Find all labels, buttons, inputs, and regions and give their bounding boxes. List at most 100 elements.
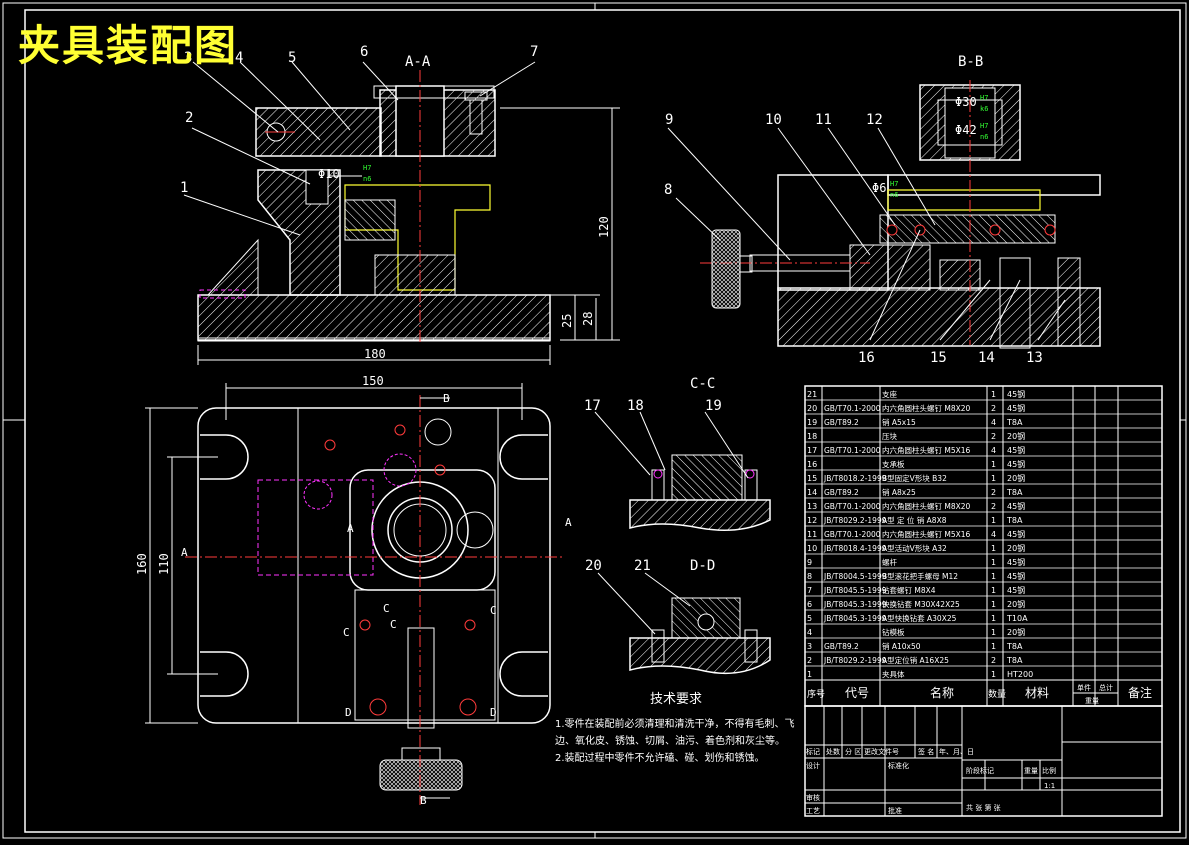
part-no-16: 16	[858, 350, 875, 366]
dim-160: 160	[135, 553, 149, 575]
border-ticks	[3, 3, 1186, 838]
bom-cell-name: 内六角圆柱头螺钉 M5X16	[882, 529, 971, 539]
inner-border	[24, 9, 1181, 833]
dim-phi10: Φ10	[318, 167, 340, 181]
mark-b-top: B	[443, 392, 450, 405]
tb-count: 处数	[826, 747, 840, 756]
fit-n6-a: n6	[363, 175, 371, 183]
tb-change-doc: 更改文件号	[864, 747, 899, 756]
fit-h7-c: H7	[980, 122, 988, 130]
mark-c-right: C	[490, 604, 497, 617]
part-no-5: 5	[288, 50, 296, 66]
fit-h7-b: H7	[980, 94, 988, 102]
bom-cell-name: 内六角圆柱头螺钉 M5X16	[882, 445, 971, 455]
bom-header-name: 名称	[930, 685, 954, 700]
bom-cell-no: 5	[807, 614, 812, 623]
bom-cell-qty: 1	[991, 460, 996, 469]
bom-cell-code: GB/T70.1-2000	[824, 446, 881, 455]
bom-cell-code: GB/T89.2	[824, 418, 859, 427]
bom-cell-mat: T8A	[1006, 656, 1023, 665]
bom-cell-name: 销 A10x50	[882, 641, 921, 651]
bom-cell-qty: 1	[991, 474, 996, 483]
bom-cell-qty: 1	[991, 600, 996, 609]
bom-cell-mat: 20钢	[1007, 627, 1025, 637]
bom-cell-qty: 2	[991, 432, 996, 441]
bom-cell-code: JB/T8018.2-1999	[823, 474, 887, 483]
bom-cell-no: 14	[807, 488, 817, 497]
bom-cell-name: A型活动V形块 A32	[882, 543, 947, 553]
tb-design: 设计	[806, 761, 820, 770]
tb-scale: 比例	[1042, 766, 1056, 775]
bom-cell-code: JB/T8018.4-1999	[823, 544, 887, 553]
bom-cell-qty: 2	[991, 656, 996, 665]
tb-process: 工艺	[806, 807, 820, 815]
part-no-7: 7	[530, 44, 538, 60]
mark-c-mid: C	[383, 602, 390, 615]
fit-h7-a: H7	[363, 164, 371, 172]
view-title-bb: B-B	[958, 54, 983, 70]
bom-cell-qty: 1	[991, 586, 996, 595]
bom-cell-qty: 1	[991, 516, 996, 525]
part-no-19: 19	[705, 398, 722, 414]
bom-cell-no: 13	[807, 502, 817, 511]
part-no-11: 11	[815, 112, 832, 128]
bom-cell-mat: 20钢	[1007, 599, 1025, 609]
part-no-9: 9	[665, 112, 673, 128]
bom-cell-name: A型 定 位 销 A8X8	[882, 515, 947, 525]
bom-cell-no: 12	[807, 516, 817, 525]
labels: A-A B-B C-C D-D 3 4 5 6 7 2 1 9 10 11 12…	[180, 44, 1043, 574]
bom-cell-qty: 4	[991, 530, 996, 539]
part-no-8: 8	[664, 182, 672, 198]
bom-cell-name: 快换钻套 M30X42X25	[882, 599, 960, 609]
bom-cell-name: 压块	[882, 431, 897, 441]
tech-req-item-2: 2.装配过程中零件不允许磕、碰、划伤和锈蚀。	[555, 753, 765, 764]
bom-cell-qty: 1	[991, 642, 996, 651]
bom-cell-qty: 1	[991, 614, 996, 623]
tb-zone: 分 区	[845, 747, 861, 756]
fit-n6-d: n6	[890, 191, 898, 199]
plan-view	[145, 383, 565, 805]
bom-cell-no: 3	[807, 642, 812, 651]
part-no-6: 6	[360, 44, 368, 60]
tb-review: 审核	[806, 793, 820, 802]
dim-150: 150	[362, 374, 384, 388]
bom-cell-code: GB/T70.1-2000	[824, 502, 881, 511]
bom-cell-code: JB/T8029.2-1999	[823, 656, 887, 665]
fit-n6-c: n6	[980, 133, 988, 141]
bom-cell-mat: 45钢	[1007, 389, 1025, 399]
plan-base-outline	[197, 407, 551, 724]
dim-28: 28	[581, 312, 595, 326]
bom-cell-name: B型滚花把手螺母 M12	[882, 571, 958, 581]
dim-phi6: Φ6	[872, 181, 886, 195]
bom-cell-qty: 4	[991, 446, 996, 455]
bom-cell-qty: 1	[991, 558, 996, 567]
bom-table-frame	[804, 385, 1163, 817]
bom-cell-mat: 45钢	[1007, 571, 1025, 581]
bom-cell-name: 销 A5x15	[882, 417, 916, 427]
bom-cell-mat: 45钢	[1007, 445, 1025, 455]
fit-h7-d: H7	[890, 180, 898, 188]
bom-cell-no: 11	[807, 530, 817, 539]
tb-standardize: 标准化	[888, 761, 909, 770]
bom-cell-qty: 2	[991, 488, 996, 497]
part-no-21: 21	[634, 558, 651, 574]
bom-cell-no: 2	[807, 656, 812, 665]
mark-a-mid: A	[347, 522, 354, 535]
bom-header-remark: 备注	[1128, 685, 1152, 700]
bom-cell-code: JB/T8029.2-1999	[823, 516, 887, 525]
part-no-14: 14	[978, 350, 995, 366]
bom-cell-no: 9	[807, 558, 812, 567]
bom-cell-name: A型定位销 A16X25	[882, 655, 949, 665]
part-no-10: 10	[765, 112, 782, 128]
bom-cell-mat: T8A	[1006, 516, 1023, 525]
tb-sheets: 共 张 第 张	[966, 803, 1001, 812]
bom-cell-name: 支承板	[882, 459, 905, 469]
bom-cell-mat: 20钢	[1007, 431, 1025, 441]
mark-a-right: A	[565, 516, 572, 529]
tb-stage: 阶段标记	[966, 766, 994, 775]
part-no-3: 3	[184, 50, 192, 66]
bom-cell-mat: 45钢	[1007, 501, 1025, 511]
bom-cell-qty: 1	[991, 670, 996, 679]
